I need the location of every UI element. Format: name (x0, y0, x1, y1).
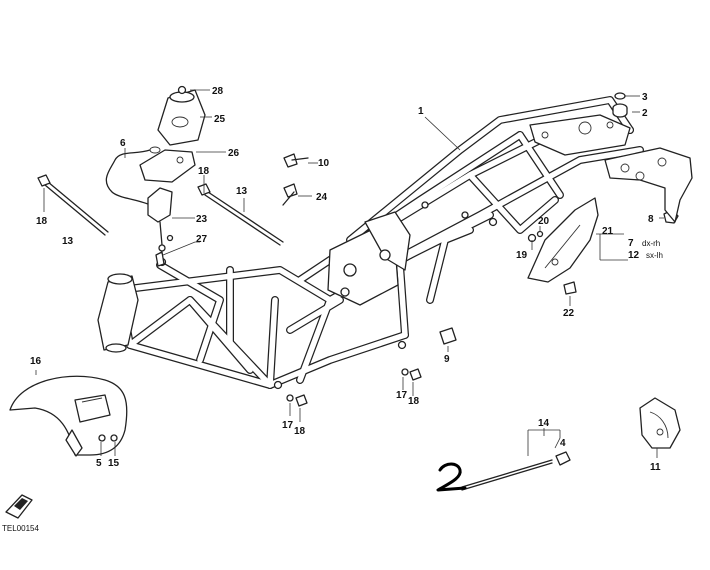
leader-lines (35, 89, 664, 458)
main-frame[interactable] (97, 96, 644, 390)
callout-17-a: 17 (282, 420, 294, 431)
washer-17-b[interactable] (401, 368, 409, 376)
nut-18-d[interactable] (409, 368, 422, 381)
grommet-22[interactable] (563, 281, 577, 295)
callout-19: 19 (516, 250, 528, 261)
sensor-cable-6[interactable] (105, 146, 161, 206)
drawing-code: TEL00154 (2, 524, 39, 533)
callout-13-left: 13 (62, 236, 74, 247)
callout-23: 23 (196, 214, 208, 225)
part-11[interactable] (639, 397, 681, 449)
rod-14[interactable] (461, 459, 553, 491)
nut-18-a[interactable] (37, 174, 51, 187)
callout-13-right: 13 (236, 186, 248, 197)
screw-5[interactable] (98, 434, 106, 442)
callout-2: 2 (642, 108, 648, 119)
callout-15: 15 (108, 458, 120, 469)
callout-5: 5 (96, 458, 102, 469)
callout-18-a: 18 (36, 216, 48, 227)
spacer-3[interactable] (614, 92, 626, 100)
sensor-bracket-26[interactable] (139, 149, 196, 183)
spacer-9[interactable] (439, 327, 457, 345)
callout-16: 16 (30, 356, 42, 367)
callout-7-note: dx-rh (642, 239, 660, 248)
rubber-bushing-2[interactable] (612, 103, 628, 118)
bolt-13-left[interactable] (44, 181, 109, 236)
callout-27: 27 (196, 234, 208, 245)
washer-20[interactable] (536, 230, 544, 238)
bolt-10[interactable] (283, 153, 309, 168)
callout-26: 26 (228, 148, 240, 159)
nut-18-c[interactable] (295, 394, 308, 407)
callout-17-b: 17 (396, 390, 408, 401)
bolt-28[interactable] (177, 85, 187, 95)
callout-4: 4 (560, 438, 566, 449)
rear-mount-bracket[interactable] (604, 147, 693, 223)
side-panel-21[interactable] (527, 197, 599, 283)
ducati-logo-icon (5, 494, 33, 519)
callout-7: 7 (628, 238, 634, 249)
bolt-24[interactable] (282, 183, 298, 206)
callout-9: 9 (444, 354, 450, 365)
callout-22: 22 (563, 308, 575, 319)
callout-1: 1 (418, 106, 424, 117)
handwritten-marker (436, 462, 467, 492)
callout-24: 24 (316, 192, 328, 203)
callout-18-c: 18 (294, 426, 306, 437)
callout-labels: 1 2 3 4 5 6 7 dx-rh 8 9 10 11 12 sx-lh 1… (2, 86, 663, 533)
callout-3: 3 (642, 92, 648, 103)
screw-15[interactable] (110, 434, 118, 442)
washer-17-a[interactable] (286, 394, 294, 402)
callout-6: 6 (120, 138, 126, 149)
callout-18-b: 18 (198, 166, 210, 177)
front-mudguard-16[interactable] (9, 375, 128, 457)
callout-8: 8 (648, 214, 654, 225)
bolt-13-right[interactable] (204, 191, 284, 246)
callout-28: 28 (212, 86, 224, 97)
steering-damper-bracket-25[interactable] (157, 89, 206, 146)
callout-10: 10 (318, 158, 330, 169)
callout-12: 12 (628, 250, 640, 261)
sensor-23[interactable] (147, 187, 174, 252)
callout-18-d: 18 (408, 396, 420, 407)
callout-21: 21 (602, 226, 614, 237)
callout-11: 11 (650, 462, 661, 473)
callout-20: 20 (538, 216, 550, 227)
callout-25: 25 (214, 114, 226, 125)
clip-4[interactable] (555, 451, 571, 466)
callout-14: 14 (538, 418, 550, 429)
nipple-27[interactable] (155, 251, 165, 267)
callout-12-note: sx-lh (646, 251, 663, 260)
